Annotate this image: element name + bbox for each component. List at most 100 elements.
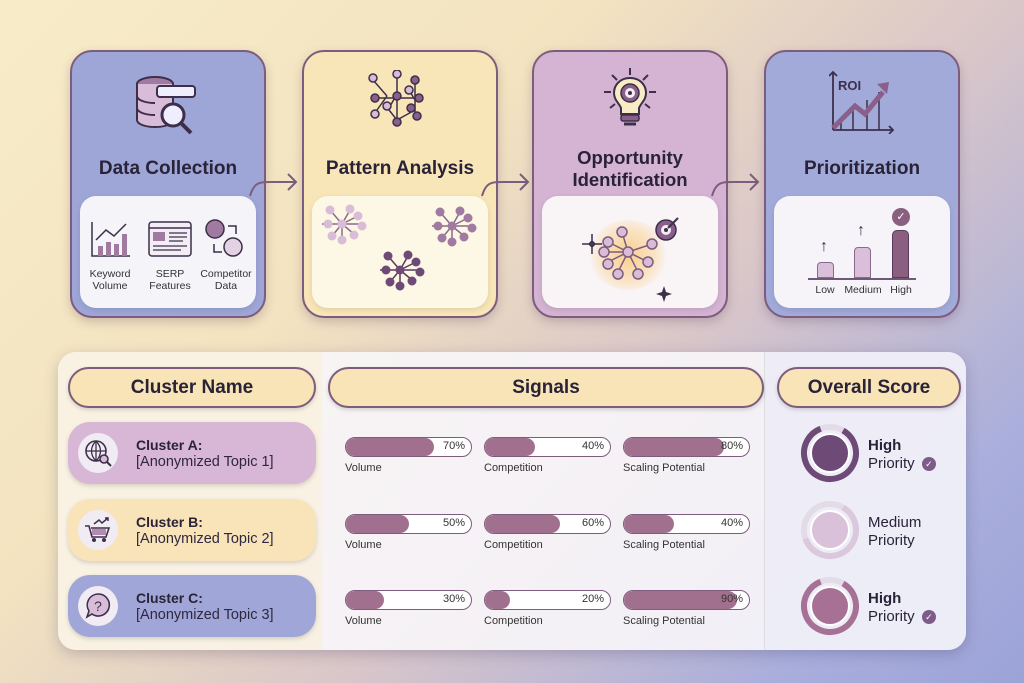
cluster-name: Cluster B: bbox=[136, 514, 203, 530]
cluster-row[interactable]: Cluster B: [Anonymized Topic 2] bbox=[68, 499, 316, 561]
signal-value: 40% bbox=[581, 440, 604, 452]
opportunity-network-icon bbox=[582, 217, 679, 302]
signal-value: 60% bbox=[581, 517, 604, 529]
cluster-topic: [Anonymized Topic 3] bbox=[136, 607, 274, 623]
signal-label: Scaling Potential bbox=[623, 462, 705, 474]
svg-text:?: ? bbox=[94, 598, 102, 614]
level-label-medium: Medium bbox=[844, 284, 882, 296]
priority-levels-panel: ↑ ↑ ✓ Low Medium High bbox=[774, 196, 950, 308]
cart-trend-icon bbox=[78, 510, 118, 550]
cluster-name: Cluster C: bbox=[136, 590, 203, 606]
signal-label: Volume bbox=[345, 539, 382, 551]
signal-bar-fill bbox=[485, 515, 560, 533]
signal-bar-scaling-potential: 40% bbox=[623, 514, 750, 534]
signal-bar-competition: 60% bbox=[484, 514, 611, 534]
medium-bar bbox=[854, 247, 871, 278]
flow-arrow-icon bbox=[481, 173, 530, 197]
score-level: High bbox=[868, 437, 902, 454]
keyword-volume-label: Keyword Volume bbox=[89, 268, 131, 292]
flow-arrow-icon bbox=[249, 173, 298, 197]
signal-bar-competition: 40% bbox=[484, 437, 611, 457]
cluster-topic: [Anonymized Topic 2] bbox=[136, 531, 274, 547]
signal-label: Volume bbox=[345, 615, 382, 627]
cluster-topic: [Anonymized Topic 1] bbox=[136, 454, 274, 470]
level-label-low: Low bbox=[815, 284, 835, 296]
step-title: Pattern Analysis bbox=[325, 158, 475, 179]
header-overall-score: Overall Score bbox=[777, 367, 961, 408]
cluster-row[interactable]: ? Cluster C: [Anonymized Topic 3] bbox=[68, 575, 316, 637]
signal-label: Competition bbox=[484, 462, 543, 474]
opportunity-panel bbox=[542, 196, 718, 308]
arrow-up-icon: ↑ bbox=[820, 238, 828, 255]
roi-label: ROI bbox=[838, 78, 862, 93]
step-title: Prioritization bbox=[803, 158, 921, 179]
flow-arrow-icon bbox=[711, 173, 760, 197]
signal-value: 80% bbox=[720, 440, 743, 452]
cluster-name: Cluster A: bbox=[136, 437, 203, 453]
serp-features-icon bbox=[148, 221, 192, 257]
score-ring-icon bbox=[801, 577, 859, 635]
check-badge-icon: ✓ bbox=[921, 610, 936, 624]
header-signals: Signals bbox=[328, 367, 764, 408]
step-card-pattern-analysis: Pattern Analysis bbox=[302, 50, 498, 318]
data-sources-panel: Keyword Volume SERP Features Competitor … bbox=[80, 196, 256, 308]
signal-bar-fill bbox=[485, 438, 535, 456]
cluster-table: Cluster Name Signals Overall Score Clust… bbox=[58, 352, 966, 650]
cluster-row[interactable]: Cluster A: [Anonymized Topic 1] bbox=[68, 422, 316, 484]
signal-bar-fill bbox=[346, 515, 409, 533]
signal-bar-fill bbox=[624, 591, 737, 609]
signal-bar-fill bbox=[485, 591, 510, 609]
level-label-high: High bbox=[890, 284, 912, 296]
signal-value: 30% bbox=[442, 593, 465, 605]
competitor-data-icon bbox=[205, 219, 243, 257]
signal-label: Scaling Potential bbox=[623, 615, 705, 627]
signal-bar-competition: 20% bbox=[484, 590, 611, 610]
signal-bar-volume: 30% bbox=[345, 590, 472, 610]
database-search-icon bbox=[136, 76, 196, 135]
score-ring-icon bbox=[801, 501, 859, 559]
signal-bar-volume: 50% bbox=[345, 514, 472, 534]
signal-value: 70% bbox=[442, 440, 465, 452]
signal-label: Competition bbox=[484, 615, 543, 627]
low-bar bbox=[817, 262, 834, 278]
step-card-prioritization: ROI Prioritization ↑ ↑ ✓ Low Medium High bbox=[764, 50, 960, 318]
question-bubble-icon: ? bbox=[78, 586, 118, 626]
network-icon bbox=[368, 70, 424, 127]
score-label: Priority bbox=[868, 532, 915, 549]
step-title: Data Collection bbox=[98, 158, 238, 179]
score-level: Medium bbox=[868, 514, 922, 531]
check-badge-icon: ✓ bbox=[921, 457, 936, 471]
lightbulb-target-icon bbox=[604, 68, 656, 126]
signal-bar-scaling-potential: 80% bbox=[623, 437, 750, 457]
signal-bar-fill bbox=[346, 591, 384, 609]
signal-bar-scaling-potential: 90% bbox=[623, 590, 750, 610]
check-badge-icon: ✓ bbox=[892, 208, 910, 226]
signal-label: Scaling Potential bbox=[623, 539, 705, 551]
score-ring-icon bbox=[801, 424, 859, 482]
signal-bar-fill bbox=[624, 515, 674, 533]
topic-clusters-icon bbox=[322, 204, 477, 291]
signal-value: 50% bbox=[442, 517, 465, 529]
score-label: Priority bbox=[868, 455, 915, 472]
score-level: High bbox=[868, 590, 902, 607]
signal-bar-volume: 70% bbox=[345, 437, 472, 457]
header-cluster-name: Cluster Name bbox=[68, 367, 316, 408]
serp-features-label: SERP Features bbox=[149, 268, 191, 292]
signal-label: Competition bbox=[484, 539, 543, 551]
signal-bar-fill bbox=[624, 438, 724, 456]
competitor-data-label: Competitor Data bbox=[200, 268, 252, 292]
step-card-data-collection: Data Collection Keyword Volume SERP Feat… bbox=[70, 50, 266, 318]
high-bar bbox=[892, 230, 909, 278]
globe-search-icon bbox=[78, 433, 118, 473]
signal-value: 20% bbox=[581, 593, 604, 605]
arrow-up-icon: ↑ bbox=[857, 222, 865, 239]
roi-chart-icon bbox=[829, 70, 895, 134]
score-label: Priority bbox=[868, 608, 915, 625]
signal-value: 40% bbox=[720, 517, 743, 529]
signal-value: 90% bbox=[720, 593, 743, 605]
keyword-volume-icon bbox=[91, 222, 130, 257]
signal-bar-fill bbox=[346, 438, 434, 456]
clusters-panel bbox=[312, 196, 488, 308]
